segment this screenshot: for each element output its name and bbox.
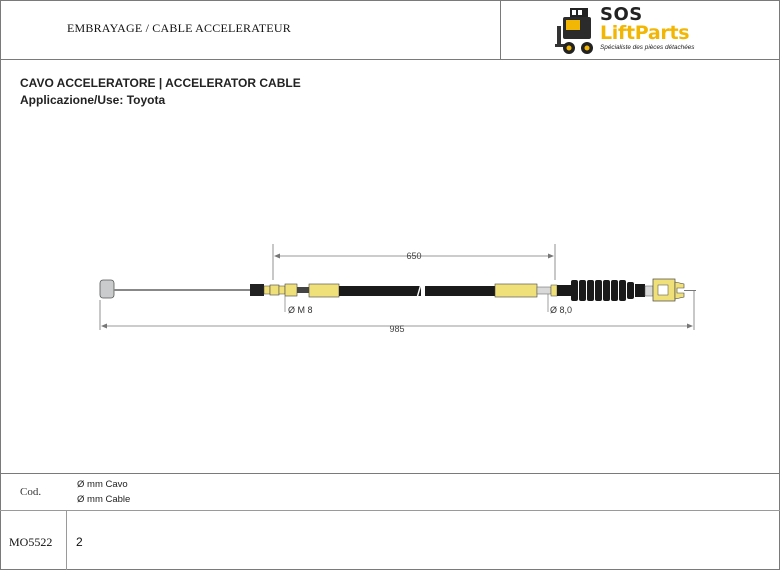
forklift-icon xyxy=(555,8,593,54)
table-cell-diameter: 2 xyxy=(76,535,83,549)
table-header-diameter-en: Ø mm Cable xyxy=(77,494,131,505)
sheath xyxy=(339,283,495,299)
logo-text-liftparts: LiftParts xyxy=(600,22,690,44)
table-cell-code: MO5522 xyxy=(9,535,53,549)
dimension-overall xyxy=(99,290,695,330)
table-row-divider xyxy=(0,510,780,511)
dimension-inner xyxy=(272,244,556,280)
clevis-end xyxy=(644,278,696,302)
logo-text-sos: SOS xyxy=(600,4,643,25)
dimension-inner-label: 650 xyxy=(406,251,421,261)
cable-diagram: 650 985 xyxy=(99,244,696,334)
thread-fitting xyxy=(250,283,340,298)
table-column-divider xyxy=(66,510,67,570)
product-application: Applicazione/Use: Toyota xyxy=(20,93,166,107)
dimension-overall-label: 985 xyxy=(389,324,404,334)
table-header-code: Cod. xyxy=(20,486,42,498)
logo-tagline: Spécialiste des pièces détachées xyxy=(600,44,695,51)
cable-end-button xyxy=(99,279,115,299)
table-header-diameter-it: Ø mm Cavo xyxy=(77,479,128,490)
end-ferrule xyxy=(494,283,558,298)
product-title: CAVO ACCELERATORE | ACCELERATOR CABLE xyxy=(20,76,301,90)
diameter-label: Ø 8,0 xyxy=(550,305,572,315)
thread-label: Ø M 8 xyxy=(288,305,313,315)
page-title: EMBRAYAGE / CABLE ACCELERATEUR xyxy=(67,21,291,35)
rubber-boot xyxy=(557,280,645,301)
brand-logo: SOS LiftParts Spécialiste des pièces dét… xyxy=(555,4,715,58)
